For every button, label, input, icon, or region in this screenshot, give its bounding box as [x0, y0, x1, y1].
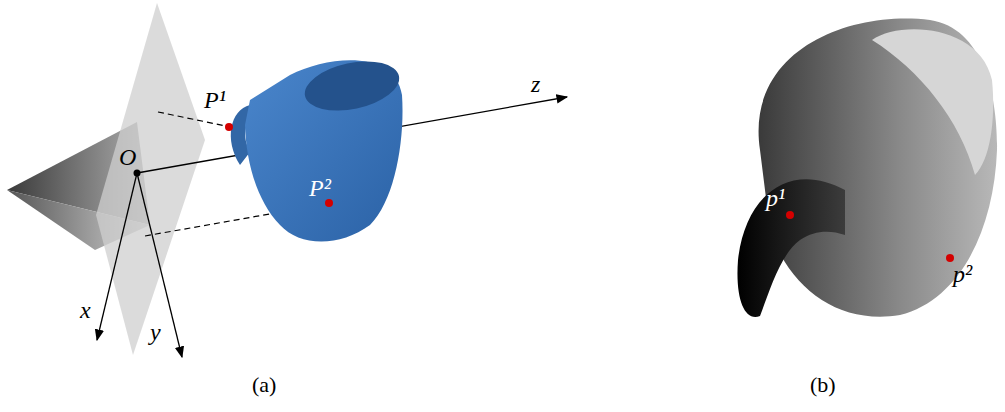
- image-plane: [96, 3, 205, 355]
- panel-label: (a): [252, 374, 276, 396]
- point-label: P¹: [204, 88, 226, 112]
- cup-opening: [300, 54, 403, 119]
- axis-label: z: [531, 72, 540, 96]
- point-label: P²: [309, 176, 331, 200]
- depth-handle: [737, 179, 845, 317]
- origin-label: O: [119, 145, 136, 169]
- point-label: p¹: [766, 186, 785, 210]
- axis-hidden: [137, 127, 400, 173]
- point-marker: [946, 254, 954, 262]
- point-marker: [225, 123, 233, 131]
- axis-label: x: [80, 298, 91, 322]
- depth-cup: [759, 19, 997, 317]
- point-marker: [325, 199, 333, 207]
- y-axis: [137, 173, 182, 357]
- point-label: p²: [953, 262, 972, 286]
- panel-label: (b): [810, 374, 836, 396]
- axis-label: y: [150, 320, 161, 344]
- projection-line: [158, 112, 226, 126]
- point-marker: [786, 211, 794, 219]
- origin-dot: [134, 170, 141, 177]
- cup-opening: [872, 29, 993, 175]
- x-axis: [97, 173, 137, 340]
